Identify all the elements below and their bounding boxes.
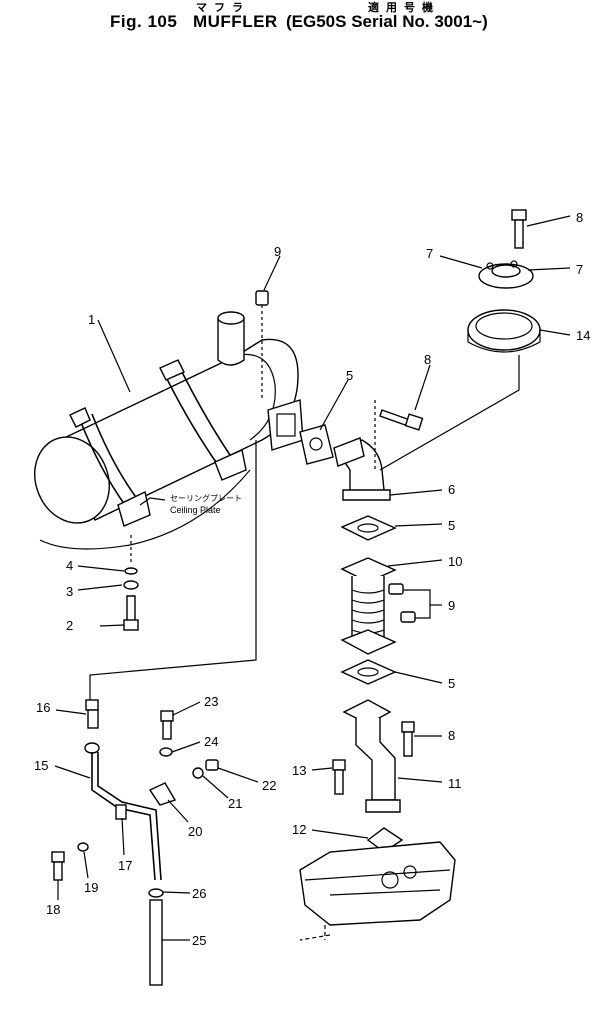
callout-5-c: 5 — [448, 676, 455, 691]
callout-4: 4 — [66, 558, 73, 573]
callout-2: 2 — [66, 618, 73, 633]
callout-21: 21 — [228, 796, 242, 811]
callout-19: 19 — [84, 880, 98, 895]
figure-name: MUFFLER — [192, 12, 278, 31]
callout-8-top: 8 — [576, 210, 583, 225]
callout-10: 10 — [448, 554, 462, 569]
callout-12: 12 — [292, 822, 306, 837]
callout-8-mid: 8 — [424, 352, 431, 367]
callout-6: 6 — [448, 482, 455, 497]
bolt-8-lower — [401, 721, 415, 757]
ceiling-plate-label-jp: セーリングプレート — [170, 493, 242, 503]
callout-9-top: 9 — [274, 244, 281, 259]
flex-pipe-10 — [340, 557, 397, 655]
pipe-11 — [342, 699, 401, 813]
serial-range: (EG50S Serial No. 3001~) — [286, 12, 488, 31]
callout-5-b: 5 — [448, 518, 455, 533]
callout-22: 22 — [262, 778, 276, 793]
callout-25: 25 — [192, 933, 206, 948]
callout-16: 16 — [36, 700, 50, 715]
callout-14: 14 — [576, 328, 590, 343]
callout-11: 11 — [448, 776, 462, 791]
title-japanese: マフラ — [196, 1, 250, 14]
clamp-assembly — [379, 209, 541, 471]
callout-1: 1 — [88, 312, 95, 327]
nut-9-top — [255, 290, 269, 400]
callout-7-left: 7 — [426, 246, 433, 261]
ceiling-plate-label-en: Ceiling Plate — [170, 505, 221, 515]
callout-9-mid: 9 — [448, 598, 455, 613]
callout-17: 17 — [118, 858, 132, 873]
gasket-5-second — [340, 515, 397, 541]
serial-japanese: 適用号機 — [368, 1, 440, 14]
callout-7-right: 7 — [576, 262, 583, 277]
bolt-13 — [332, 759, 346, 795]
figure-number: Fig. 105 — [110, 12, 178, 31]
callout-5-a: 5 — [346, 368, 353, 383]
bolt-8-mid — [374, 400, 424, 470]
nuts-9-pair — [388, 583, 416, 623]
callout-23: 23 — [204, 694, 218, 709]
manifold-12 — [299, 827, 456, 941]
bolt-washers-2-3-4 — [123, 535, 139, 631]
figure-title: Fig. 105 MUFFLER — [110, 12, 278, 32]
callout-13: 13 — [292, 763, 306, 778]
callout-8-low: 8 — [448, 728, 455, 743]
muffler-body — [34, 311, 304, 527]
callouts: 1 2 3 4 5 5 5 6 7 7 8 8 8 9 9 10 11 — [34, 210, 590, 948]
callout-3: 3 — [66, 584, 73, 599]
callout-26: 26 — [192, 886, 206, 901]
ceiling-plate-leader — [139, 497, 166, 506]
callout-20: 20 — [188, 824, 202, 839]
callout-15: 15 — [34, 758, 48, 773]
drain-assembly — [51, 440, 257, 986]
elbow-6 — [333, 437, 391, 501]
callout-18: 18 — [46, 902, 60, 917]
gasket-5-upper — [299, 424, 334, 465]
ceiling-plate-outline — [39, 469, 251, 550]
callout-24: 24 — [204, 734, 218, 749]
gasket-5-third — [340, 659, 397, 685]
